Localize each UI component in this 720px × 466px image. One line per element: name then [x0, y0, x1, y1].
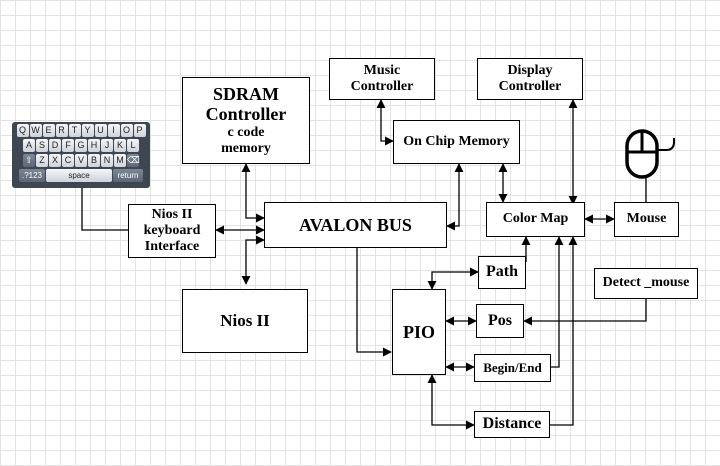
pos-label: Pos: [488, 311, 512, 329]
key-m: M: [114, 154, 126, 167]
music-line2: Controller: [350, 79, 414, 94]
space-key: space: [46, 169, 112, 182]
pos-block: Pos: [476, 304, 524, 338]
nios2-label: Nios II: [220, 311, 270, 331]
nios-kbd-line3: Interface: [144, 239, 200, 255]
nios-kbd-line1: Nios II: [151, 206, 193, 222]
detect-mouse-block: Detect _mouse: [594, 268, 698, 299]
sdram-controller-block: SDRAM Controller c code memory: [182, 77, 310, 164]
numbers-key: .?123: [19, 169, 45, 182]
avalon-bus-block: AVALON BUS: [264, 202, 447, 248]
wire-distance-colormap: [550, 236, 578, 426]
on-chip-memory-block: On Chip Memory: [393, 120, 520, 164]
key-k: K: [114, 139, 126, 152]
wire-avalon-pio: [356, 248, 392, 357]
display-controller-block: Display Controller: [477, 58, 583, 100]
distance-block: Distance: [474, 411, 550, 438]
key-v: V: [75, 154, 87, 167]
nios-keyboard-interface-block: Nios II keyboard Interface: [128, 204, 216, 258]
wire-sdram-avalon: [241, 163, 265, 223]
mouse-label: Mouse: [626, 211, 667, 227]
key-d: D: [49, 139, 61, 152]
wire-keyboard-interface: [81, 188, 128, 231]
key-z: Z: [36, 154, 48, 167]
detect-label: Detect _mouse: [602, 275, 690, 291]
nios-ii-block: Nios II: [182, 289, 308, 353]
onchip-label: On Chip Memory: [403, 133, 510, 149]
sdram-ccode-label: c code: [227, 125, 265, 141]
display-line2: Controller: [498, 79, 562, 94]
key-c: C: [62, 154, 74, 167]
wire-pio-path: [427, 267, 479, 290]
sdram-controller-label: Controller: [205, 104, 287, 125]
key-j: J: [101, 139, 113, 152]
pio-block: PIO: [392, 289, 446, 375]
mouse-icon: [625, 129, 675, 179]
music-controller-block: Music Controller: [329, 58, 435, 100]
key-p: P: [133, 124, 146, 137]
nios-kbd-line2: keyboard: [143, 222, 201, 238]
key-h: H: [88, 139, 100, 152]
key-x: X: [49, 154, 61, 167]
wire-detect-pos: [523, 299, 647, 326]
distance-label: Distance: [482, 415, 542, 433]
wire-avalon-nios2: [241, 235, 265, 285]
display-line1: Display: [507, 62, 553, 78]
avalon-label: AVALON BUS: [299, 214, 412, 235]
wire-beginend-colormap: [551, 236, 564, 368]
key-n: N: [101, 154, 113, 167]
path-block: Path: [478, 256, 526, 289]
wire-music-onchip: [376, 99, 394, 146]
mouse-block: Mouse: [614, 202, 679, 237]
return-key: return: [113, 169, 143, 182]
begin-end-block: Begin/End: [474, 354, 551, 382]
key-y: Y: [81, 124, 94, 137]
key-t: T: [68, 124, 81, 137]
key-u: U: [94, 124, 107, 137]
wire-avalon-onchip: [446, 163, 464, 231]
key-f: F: [62, 139, 74, 152]
key-s: S: [36, 139, 48, 152]
key-g: G: [75, 139, 87, 152]
key-o: O: [120, 124, 133, 137]
key-l: L: [127, 139, 139, 152]
pio-label: PIO: [402, 321, 435, 342]
color-map-block: Color Map: [486, 202, 585, 237]
music-line1: Music: [363, 62, 401, 78]
key-q: Q: [16, 124, 29, 137]
key-b: B: [88, 154, 100, 167]
colormap-label: Color Map: [502, 211, 569, 227]
path-label: Path: [486, 263, 518, 281]
wire-pio-distance: [427, 374, 475, 430]
keyboard-row-4: .?123 space return: [14, 169, 148, 182]
key-r: R: [55, 124, 68, 137]
key-i: I: [107, 124, 120, 137]
shift-key: ⇧: [23, 154, 35, 167]
beginend-label: Begin/End: [483, 359, 542, 375]
sdram-memory-label: memory: [221, 141, 271, 157]
sdram-label: SDRAM: [213, 83, 279, 104]
key-e: E: [42, 124, 55, 137]
backspace-key: ⌫: [127, 154, 140, 167]
key-a: A: [23, 139, 35, 152]
key-w: W: [29, 124, 42, 137]
